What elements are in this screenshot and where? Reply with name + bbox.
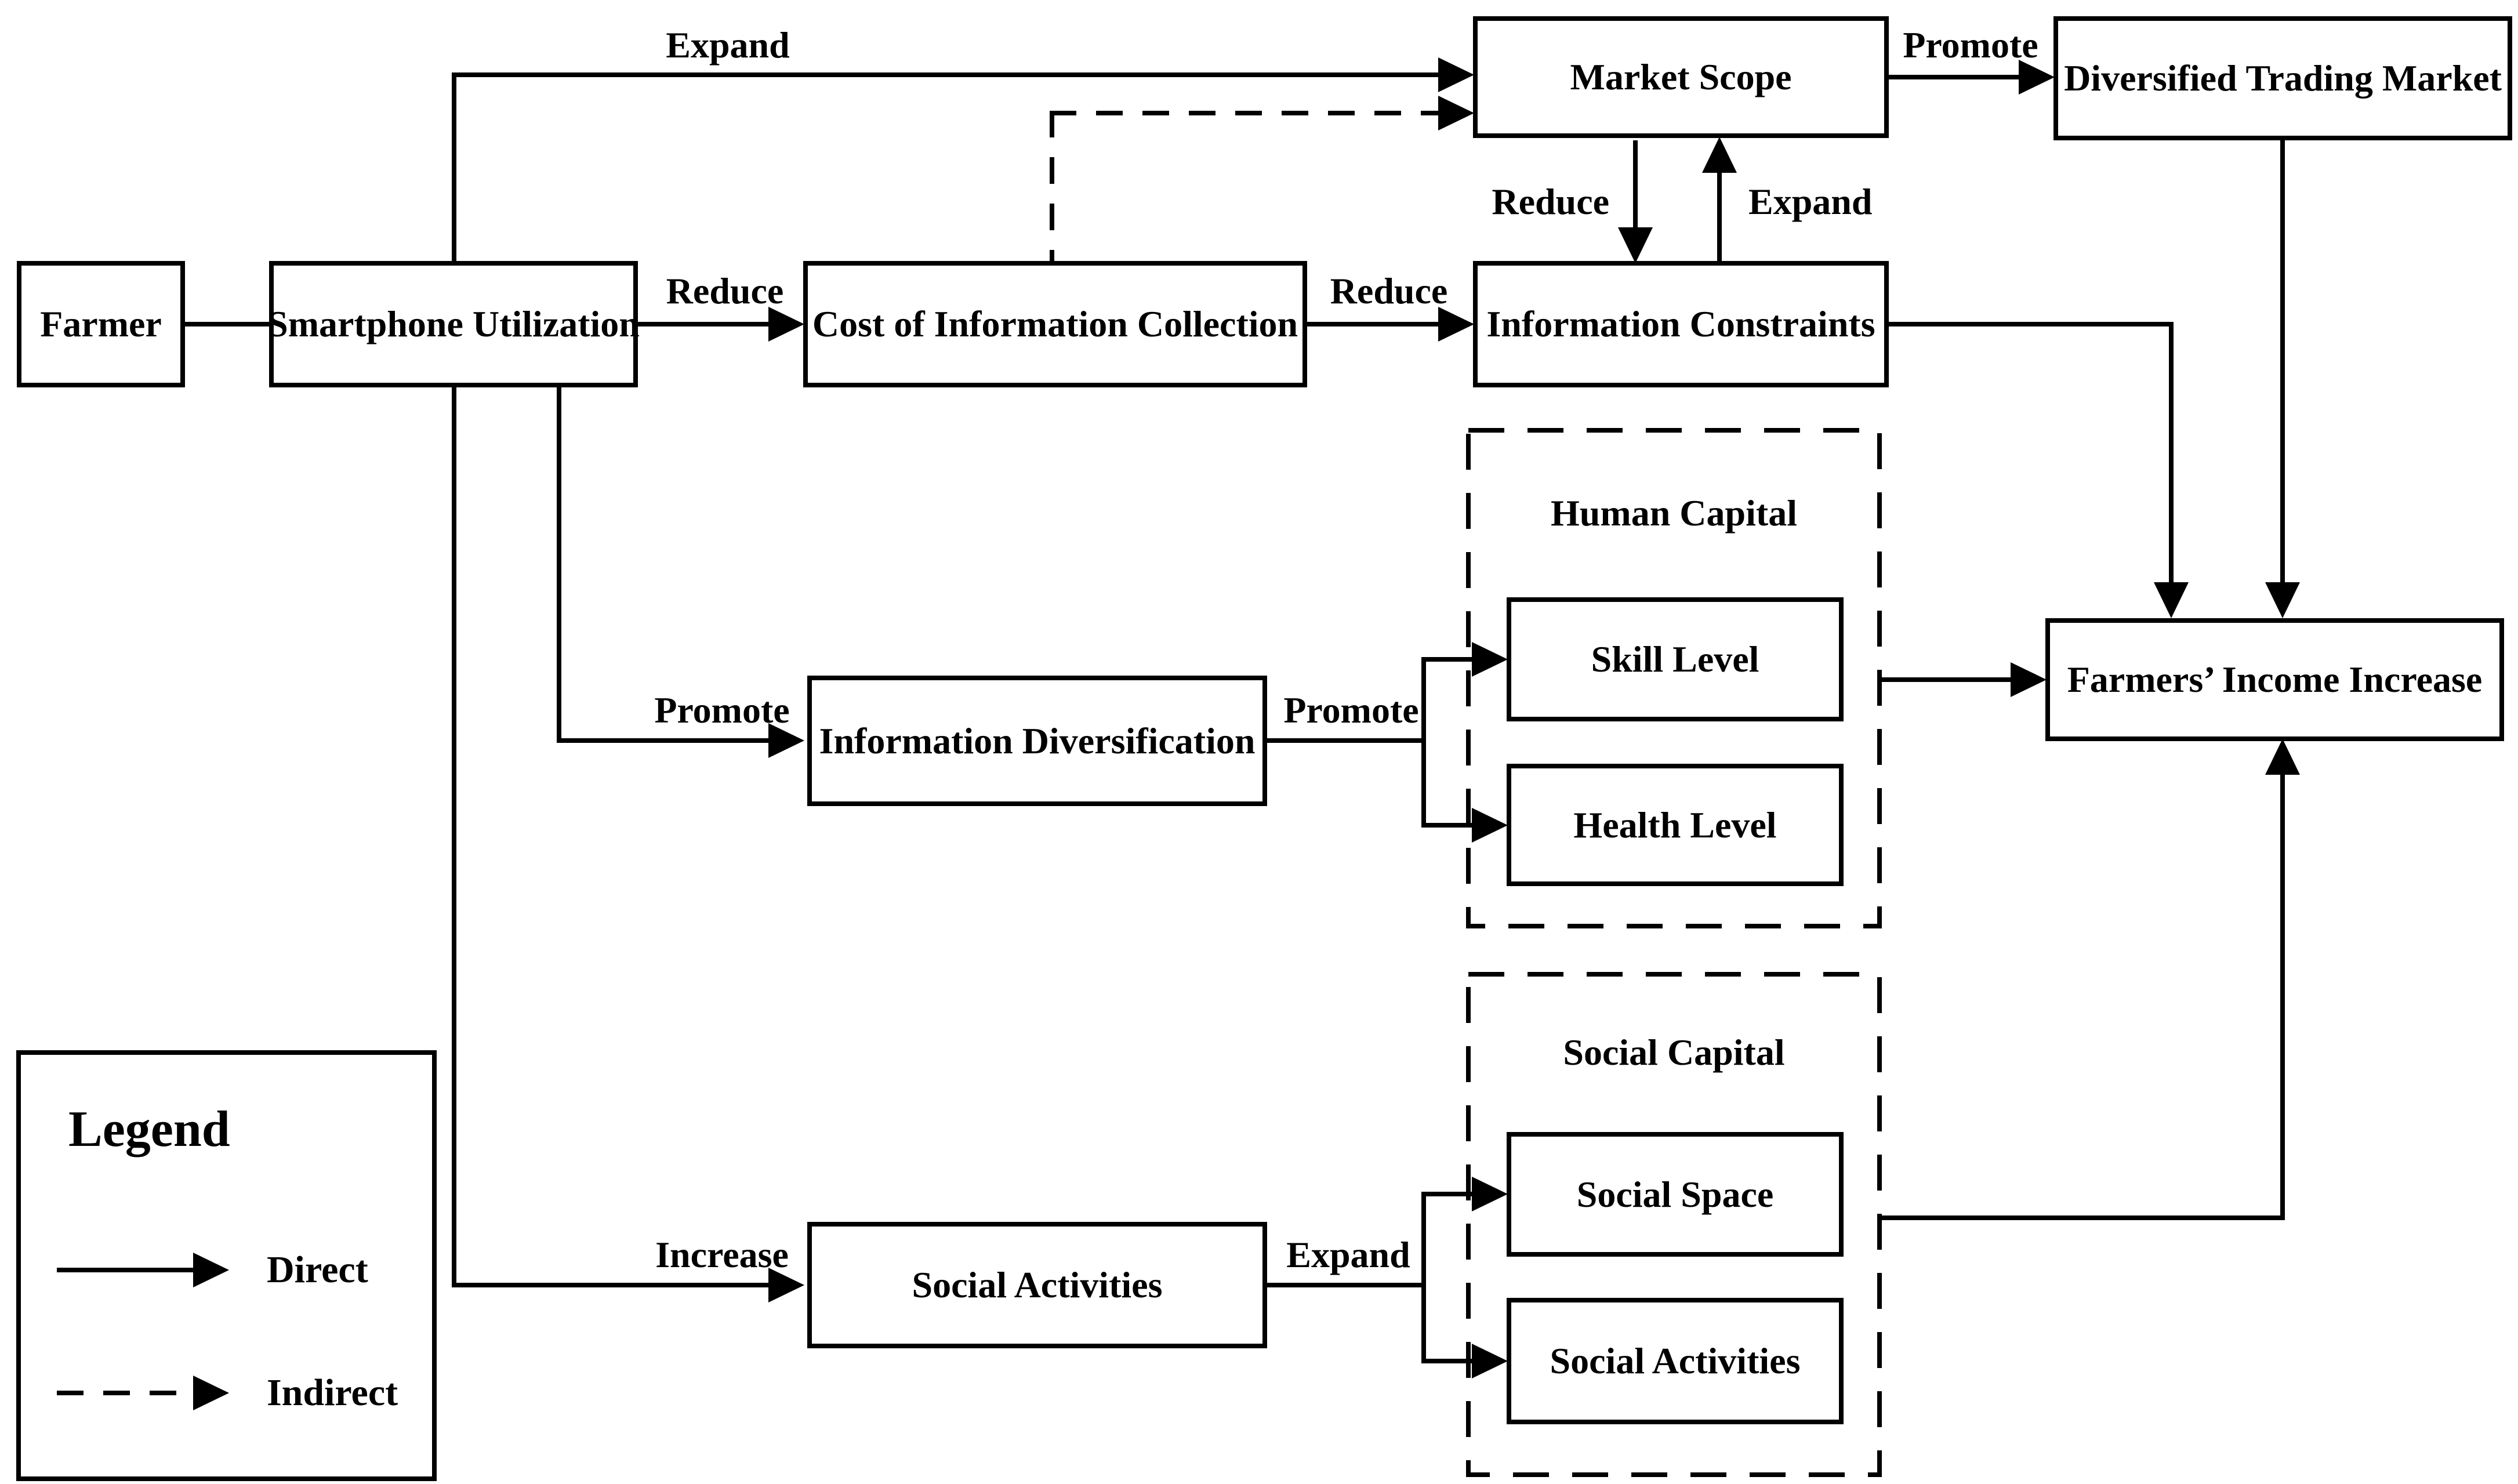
label-reduce-cost-constraints: Reduce bbox=[1330, 270, 1448, 311]
arrowhead-socialcapital-income bbox=[2265, 739, 2300, 775]
node-cost-of-information-collection: Cost of Information Collection bbox=[803, 261, 1307, 387]
legend-direct-arrowhead bbox=[193, 1253, 229, 1287]
human-capital-title: Human Capital bbox=[1551, 492, 1797, 534]
node-farmers-income-increase: Farmers’ Income Increase bbox=[2045, 618, 2504, 741]
arrowhead-branch-health bbox=[1472, 808, 1508, 843]
legend-direct-label: Direct bbox=[267, 1249, 368, 1291]
edge-cost-market-dashed-horizontal bbox=[1050, 111, 1438, 115]
arrowhead-branch-socialspace bbox=[1472, 1177, 1508, 1211]
label-promote-infodiv-human: Promote bbox=[1283, 690, 1419, 731]
legend-indirect-arrowhead bbox=[193, 1376, 229, 1410]
node-market-scope: Market Scope bbox=[1473, 16, 1889, 138]
arrowhead-market-constraints-down bbox=[1618, 227, 1653, 263]
edge-constraints-income-vertical bbox=[2169, 322, 2174, 583]
edge-socialcapital-income-vertical bbox=[2280, 774, 2285, 1218]
label-promote-market-diversified: Promote bbox=[1903, 24, 2038, 66]
legend-indirect-line bbox=[57, 1391, 193, 1395]
legend-indirect-label: Indirect bbox=[267, 1371, 398, 1414]
arrowhead-diversified-income bbox=[2265, 582, 2300, 618]
arrowhead-branch-socialactivities bbox=[1472, 1344, 1508, 1378]
edge-smartphone-social-vertical bbox=[452, 387, 456, 1287]
edge-smartphone-infodiv-vertical bbox=[557, 387, 561, 743]
label-increase-smartphone-social: Increase bbox=[655, 1234, 789, 1275]
node-health-level: Health Level bbox=[1507, 764, 1844, 886]
edge-diversified-income bbox=[2280, 140, 2285, 583]
arrowhead-smartphone-social bbox=[768, 1268, 804, 1302]
node-social-activities: Social Activities bbox=[807, 1222, 1267, 1348]
node-information-constraints: Information Constraints bbox=[1473, 261, 1889, 387]
arrowhead-humancapital-income bbox=[2011, 662, 2047, 697]
edge-branch-skill bbox=[1421, 657, 1472, 662]
edge-constraints-income-horizontal bbox=[1889, 322, 2171, 326]
edge-constraints-market-up bbox=[1717, 172, 1722, 263]
arrowhead-constraints-income bbox=[2154, 582, 2189, 618]
label-reduce-smartphone-cost: Reduce bbox=[666, 270, 784, 311]
social-capital-dashed-border bbox=[1466, 972, 1882, 1477]
legend-box bbox=[16, 1050, 437, 1481]
arrowhead-cost-market-dashed bbox=[1438, 96, 1474, 130]
edge-infodiv-branch bbox=[1267, 738, 1426, 743]
edge-cost-market-dashed-vertical bbox=[1050, 111, 1054, 261]
node-smartphone-utilization: Smartphone Utilization bbox=[267, 261, 640, 387]
label-expand-constraints-market: Expand bbox=[1748, 181, 1873, 222]
edge-farmer-smartphone bbox=[185, 322, 269, 326]
social-capital-group bbox=[1466, 972, 1882, 1477]
label-reduce-market-constraints: Reduce bbox=[1492, 181, 1609, 222]
human-capital-group bbox=[1466, 428, 1882, 928]
edge-smartphone-market-vertical bbox=[452, 72, 456, 263]
arrowhead-market-diversified bbox=[2019, 60, 2055, 95]
social-capital-title: Social Capital bbox=[1563, 1032, 1785, 1073]
edge-smartphone-cost bbox=[638, 322, 768, 326]
node-diversified-trading-market: Diversified Trading Market bbox=[2053, 16, 2512, 140]
node-skill-level: Skill Level bbox=[1507, 597, 1844, 721]
arrowhead-constraints-market-up bbox=[1702, 137, 1737, 173]
edge-human-branch-vertical bbox=[1421, 657, 1426, 828]
arrowhead-smartphone-infodiv bbox=[768, 723, 804, 758]
human-capital-dashed-border bbox=[1466, 428, 1882, 928]
edge-branch-health bbox=[1421, 823, 1472, 828]
edge-humancapital-income bbox=[1882, 677, 2011, 682]
edge-market-constraints-down bbox=[1633, 140, 1638, 230]
label-expand-top: Expand bbox=[666, 24, 790, 66]
legend-title: Legend bbox=[68, 1101, 230, 1158]
arrowhead-branch-skill bbox=[1472, 642, 1508, 677]
edge-smartphone-social-horizontal bbox=[452, 1283, 768, 1287]
edge-cost-constraints bbox=[1307, 322, 1438, 326]
edge-branch-socialactivities bbox=[1421, 1359, 1472, 1363]
node-social-activities-inner: Social Activities bbox=[1507, 1298, 1844, 1424]
label-promote-smartphone-infodiv: Promote bbox=[654, 690, 790, 731]
arrowhead-smartphone-cost bbox=[768, 307, 804, 342]
edge-social-branch bbox=[1267, 1283, 1426, 1287]
edge-socialcap-branch-vertical bbox=[1421, 1192, 1426, 1363]
node-social-space: Social Space bbox=[1507, 1132, 1844, 1257]
edge-branch-socialspace bbox=[1421, 1192, 1472, 1196]
edge-smartphone-infodiv-horizontal bbox=[557, 738, 768, 743]
node-farmer: Farmer bbox=[17, 261, 185, 387]
legend-direct-line bbox=[57, 1268, 193, 1272]
arrowhead-smartphone-market bbox=[1438, 57, 1474, 92]
edge-socialcapital-income-horizontal bbox=[1882, 1215, 2285, 1220]
arrowhead-cost-constraints bbox=[1438, 307, 1474, 342]
edge-smartphone-market-horizontal bbox=[452, 72, 1438, 77]
label-expand-social-socialcap: Expand bbox=[1286, 1234, 1410, 1275]
edge-market-diversified bbox=[1889, 75, 2019, 79]
node-information-diversification: Information Diversification bbox=[807, 676, 1267, 806]
